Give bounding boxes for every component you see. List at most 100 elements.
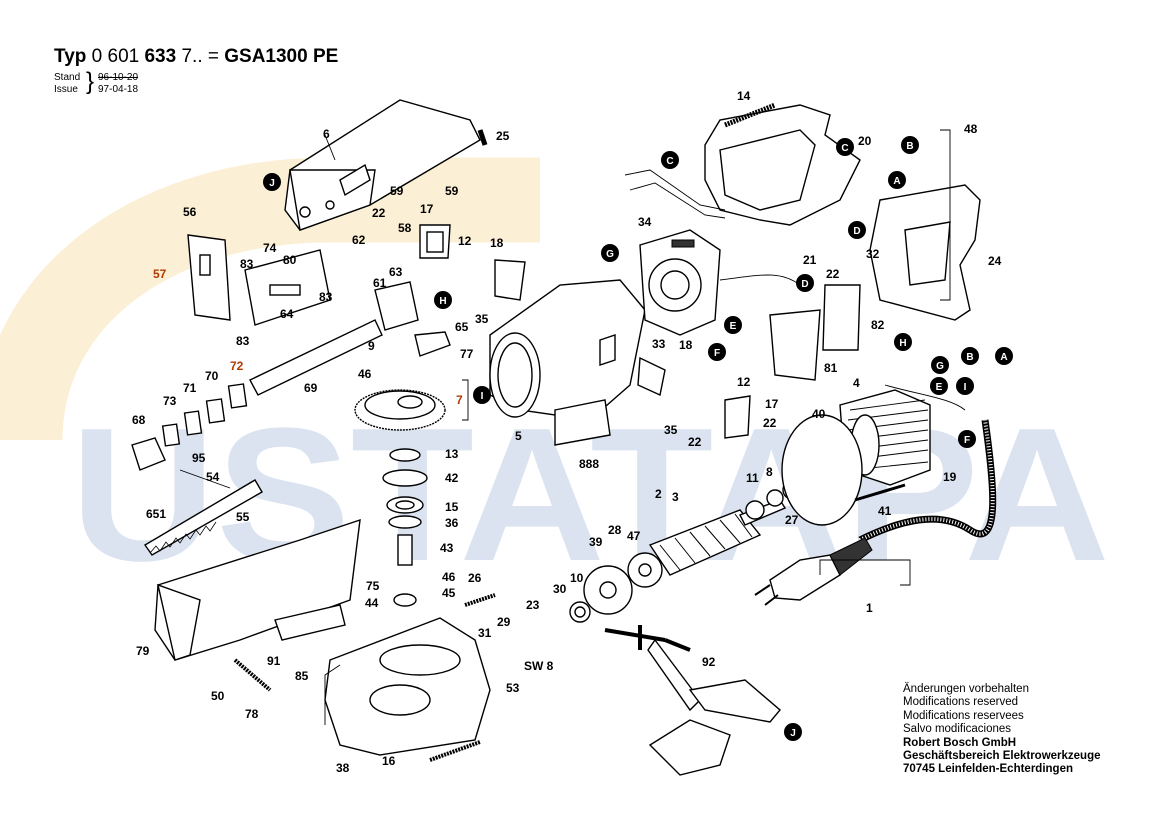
part-label-18: 18 [679,338,693,352]
part-label-82: 82 [871,318,885,332]
typ-suffix: 7.. = [181,46,219,67]
part-label-85: 85 [295,669,309,683]
part-label-40: 40 [812,407,826,421]
footer-line-2: Modifications reserved [903,696,1019,709]
part-label-4: 4 [853,376,860,390]
part-label-33: 33 [652,337,666,351]
marker-g-icon: G [931,356,949,374]
typ-number-a: 0 601 [91,46,140,67]
part-label-81: 81 [824,361,838,375]
part-label-30: 30 [553,582,567,596]
marker-i-icon: I [473,386,491,404]
part-label-26: 26 [468,571,482,585]
motor-housing-part [489,279,646,421]
marker-f-icon: F [708,343,726,361]
part-label-18: 18 [490,236,504,250]
part-label-6: 6 [323,127,330,141]
footer-line-3: Modifications reservees [903,709,1024,722]
svg-text:H: H [899,338,906,349]
svg-text:E: E [730,321,737,332]
part-label-68: 68 [132,413,146,427]
part-label-8: 8 [766,465,773,479]
part-label-29: 29 [497,615,511,629]
part-label-22: 22 [372,206,386,220]
part-label-46: 46 [358,367,372,381]
part-label-7: 7 [456,393,463,407]
part-label-80: 80 [283,253,297,267]
svg-text:C: C [666,156,673,167]
part-label-71: 71 [183,381,197,395]
svg-text:I: I [964,382,967,393]
model-name: GSA1300 PE [224,46,339,67]
stand-labels: Stand Issue [54,72,80,96]
part-label-44: 44 [365,596,379,610]
part-label-95: 95 [192,451,206,465]
part-label-47: 47 [627,529,641,543]
part-label-31: 31 [478,626,492,640]
part-label-15: 15 [445,500,459,514]
front-housing-part [154,518,361,661]
marker-f-icon: F [958,430,976,448]
marker-j-icon: J [784,723,802,741]
leader-lines [179,129,951,725]
part-label-55: 55 [236,510,250,524]
part-label-39: 39 [589,535,603,549]
part-label-50: 50 [211,689,225,703]
part-label-3: 3 [672,490,679,504]
part-label-63: 63 [389,265,403,279]
part-label-57: 57 [153,267,167,281]
part-label-24: 24 [988,254,1002,268]
part-label-17: 17 [765,397,779,411]
baffle-plate-part [781,414,863,526]
stand-old-date: 96-10-20 [98,72,139,83]
company-address: 70745 Leinfelden-Echterdingen [903,763,1073,776]
marker-h-icon: H [434,291,452,309]
part-label-56: 56 [183,205,197,219]
part-label-21: 21 [803,253,817,267]
brace: } [86,68,95,95]
saw-blade-part [143,479,263,556]
gear-case-part [324,617,491,756]
part-label-38: 38 [336,761,350,775]
marker-c-icon: C [836,138,854,156]
company-name: Robert Bosch GmbH [903,736,1017,749]
part-label-92: 92 [702,655,716,669]
part-label-13: 13 [445,447,459,461]
part-label-91: 91 [267,654,281,668]
part-label-53: 53 [506,681,520,695]
footer-line-1: Änderungen vorbehalten [903,683,1029,695]
part-label-11: 11 [746,471,759,485]
footer-notes: Änderungen vorbehalten Modifications res… [903,683,1101,777]
part-label-75: 75 [366,579,380,593]
marker-c-icon: C [661,151,679,169]
marker-i-icon: I [956,377,974,395]
part-label-17: 17 [420,202,434,216]
svg-text:A: A [893,176,900,187]
part-label-10: 10 [570,571,584,585]
svg-text:D: D [853,226,860,237]
part-label-77: 77 [460,347,474,361]
part-label-48: 48 [964,122,978,136]
part-label-16: 16 [382,754,396,768]
part-label-69: 69 [304,381,318,395]
svg-text:E: E [936,382,943,393]
part-label-64: 64 [280,307,294,321]
svg-text:H: H [439,296,446,307]
part-label-34: 34 [638,215,652,229]
typ-number-b: 633 [144,46,177,67]
part-label-72: 72 [230,359,244,373]
part-label-14: 14 [737,89,751,103]
part-label-651: 651 [146,507,166,521]
part-label-65: 65 [455,320,469,334]
svg-text:B: B [906,141,913,152]
svg-text:F: F [714,348,720,359]
part-label-43: 43 [440,541,454,555]
power-cable-part [754,419,997,606]
part-label-2: 2 [655,487,662,501]
part-label-12: 12 [458,234,472,248]
part-label-19: 19 [943,470,957,484]
marker-h-icon: H [894,333,912,351]
diagram-title: Typ 0 601 633 7.. = GSA1300 PE [54,46,338,68]
